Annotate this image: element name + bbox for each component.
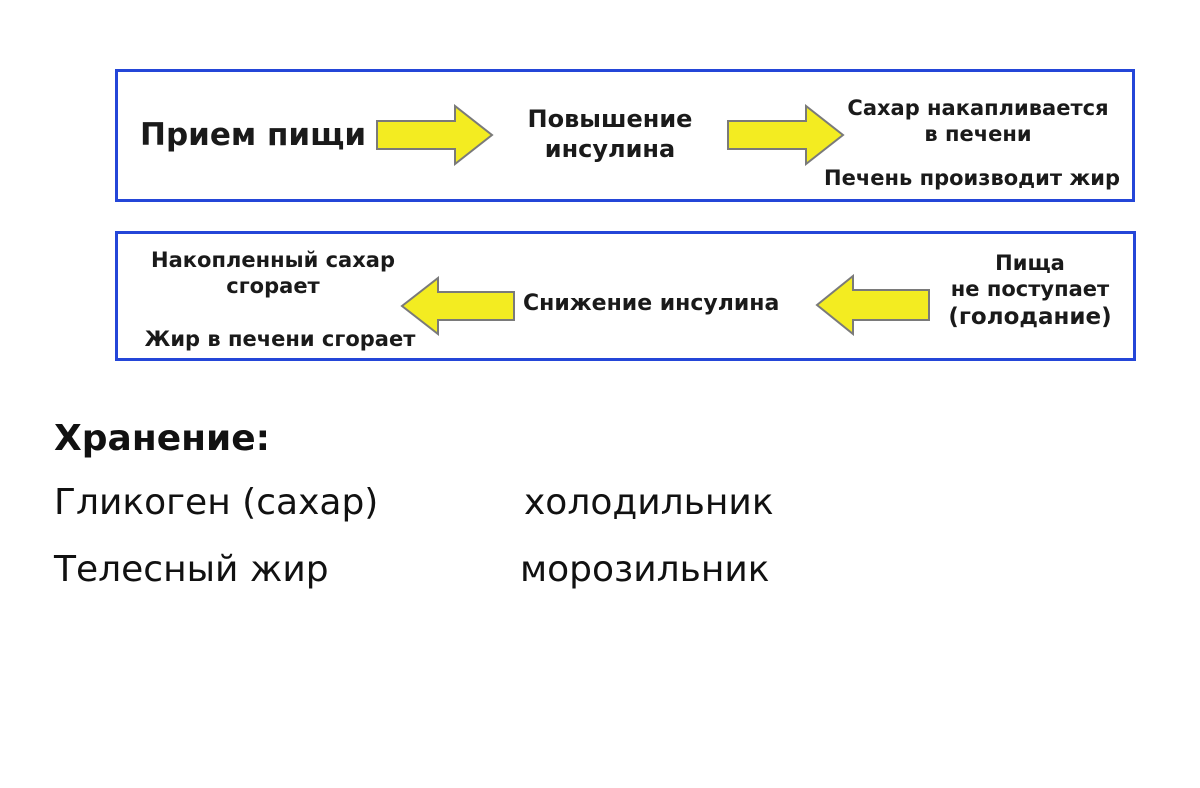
liver-fat-burns-label: Жир в печени сгорает [144, 327, 416, 351]
no-food-line-2: не поступает [950, 277, 1110, 302]
slide: Прием пищи Повышение инсулина Сахар нака… [54, 69, 1136, 590]
arrow-left-icon [815, 274, 931, 336]
arrow-right-icon [375, 104, 495, 166]
sugar-burns-line-1: Накопленный сахар [151, 248, 395, 272]
bottom-blank-area [0, 676, 1200, 788]
storage-item: Телесный жир [54, 549, 329, 590]
sugar-burns-label: Накопленный сахар сгорает [128, 247, 418, 300]
storage-title: Хранение: [54, 418, 271, 459]
storage-item: Гликоген (сахар) [54, 482, 379, 523]
liver-makes-fat-label: Печень производит жир [824, 166, 1120, 190]
no-food-line-3: (голодание) [948, 303, 1112, 330]
no-food-line-1: Пища [995, 251, 1065, 275]
insulin-rise-label: Повышение инсулина [505, 104, 715, 164]
fasting-flow-box [115, 231, 1136, 361]
arrow-left-icon [400, 276, 516, 336]
insulin-rise-line-1: Повышение [527, 105, 693, 133]
storage-place: холодильник [524, 482, 774, 523]
food-intake-label: Прием пищи [140, 117, 367, 153]
sugar-stored-line-1: Сахар накапливается [847, 96, 1109, 120]
arrow-right-icon [726, 104, 846, 166]
insulin-rise-line-2: инсулина [544, 135, 676, 163]
storage-place: морозильник [520, 549, 770, 590]
sugar-burns-line-2: сгорает [226, 274, 320, 299]
no-food-label: Пища не поступает (голодание) [930, 250, 1130, 331]
sugar-stored-label: Сахар накапливается в печени [828, 95, 1128, 148]
feeding-flow-box [115, 69, 1135, 202]
insulin-drop-label: Снижение инсулина [523, 291, 780, 316]
sugar-stored-line-2: в печени [924, 122, 1032, 147]
